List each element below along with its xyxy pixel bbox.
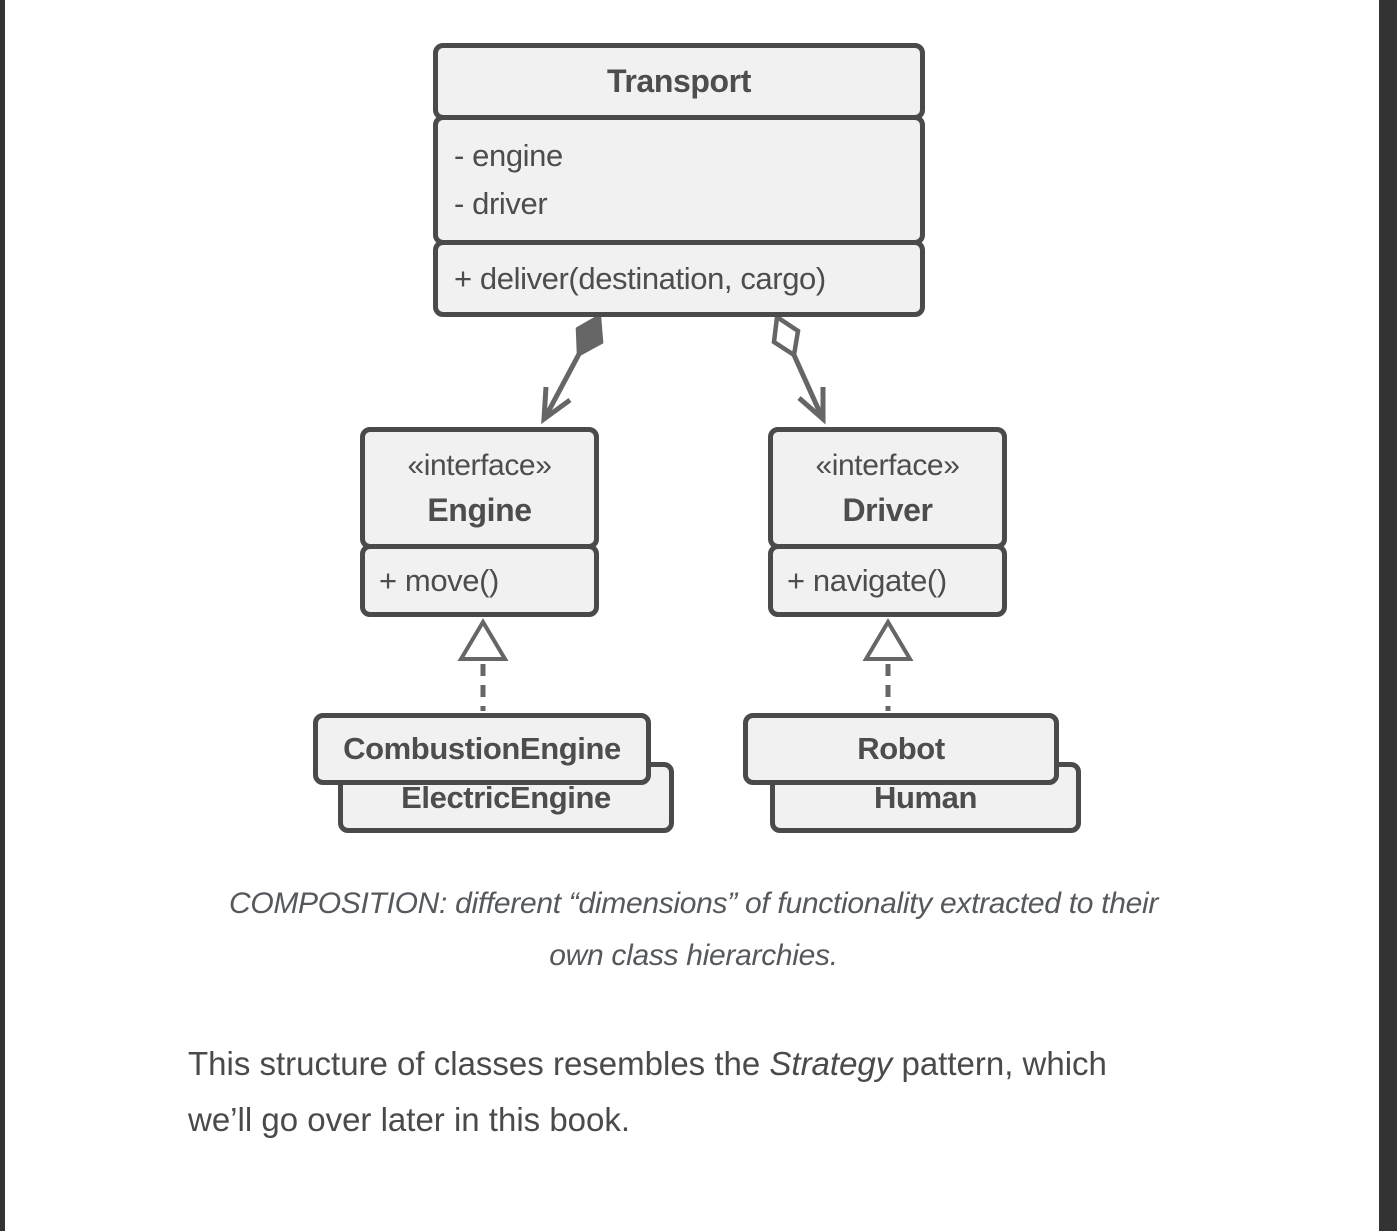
interface-driver: «interface» Driver + navigate(): [768, 427, 1007, 617]
class-robot-title: Robot: [743, 713, 1059, 785]
method-move: + move(): [379, 562, 499, 598]
class-robot: Robot: [743, 713, 1059, 785]
realization-arrow-engine: [457, 618, 509, 711]
left-edge-bar: [0, 0, 5, 1231]
class-combustion-engine-title: CombustionEngine: [313, 713, 651, 785]
interface-engine-header: «interface» Engine: [360, 427, 599, 549]
body-text-segment: This structure of classes resembles the: [188, 1045, 770, 1082]
realization-arrow-driver: [862, 618, 914, 711]
figure-caption-line2: own class hierarchies.: [549, 939, 838, 972]
class-transport-fields: - engine - driver: [433, 115, 925, 245]
interface-driver-title: Driver: [842, 492, 933, 528]
aggregation-arrow: [771, 313, 826, 425]
interface-driver-methods: + navigate(): [768, 544, 1007, 617]
figure-caption: COMPOSITION: different “dimensions” of f…: [30, 878, 1357, 982]
interface-engine-title: Engine: [427, 492, 532, 528]
interface-stereotype: «interface»: [815, 449, 960, 482]
hollow-diamond-icon: [771, 313, 801, 359]
open-arrowhead-icon: [541, 386, 572, 425]
hollow-triangle-icon: [862, 618, 914, 661]
class-transport: Transport - engine - driver + deliver(de…: [433, 43, 925, 317]
method-navigate: + navigate(): [787, 562, 947, 598]
right-edge-bar: [1379, 0, 1397, 1231]
filled-diamond-icon: [575, 313, 604, 358]
open-arrowhead-icon: [797, 387, 826, 425]
body-text-italic: Strategy: [769, 1045, 893, 1082]
method-deliver: + deliver(destination, cargo): [454, 260, 826, 296]
class-combustion-engine: CombustionEngine: [313, 713, 651, 785]
interface-engine: «interface» Engine + move(): [360, 427, 599, 617]
field-engine: - engine: [454, 138, 563, 173]
body-text-segment: pattern, which: [892, 1045, 1107, 1082]
body-text-segment: we’ll go over later in this book.: [188, 1101, 631, 1138]
body-paragraph: This structure of classes resembles the …: [188, 1036, 1228, 1148]
field-driver: - driver: [454, 186, 548, 221]
interface-stereotype: «interface»: [407, 449, 552, 482]
hollow-triangle-icon: [457, 618, 509, 661]
class-transport-methods: + deliver(destination, cargo): [433, 240, 925, 317]
interface-driver-header: «interface» Driver: [768, 427, 1007, 549]
class-transport-title: Transport: [433, 43, 925, 120]
figure-caption-line1: COMPOSITION: different “dimensions” of f…: [228, 887, 1159, 920]
composition-arrow: [541, 313, 604, 425]
interface-engine-methods: + move(): [360, 544, 599, 617]
